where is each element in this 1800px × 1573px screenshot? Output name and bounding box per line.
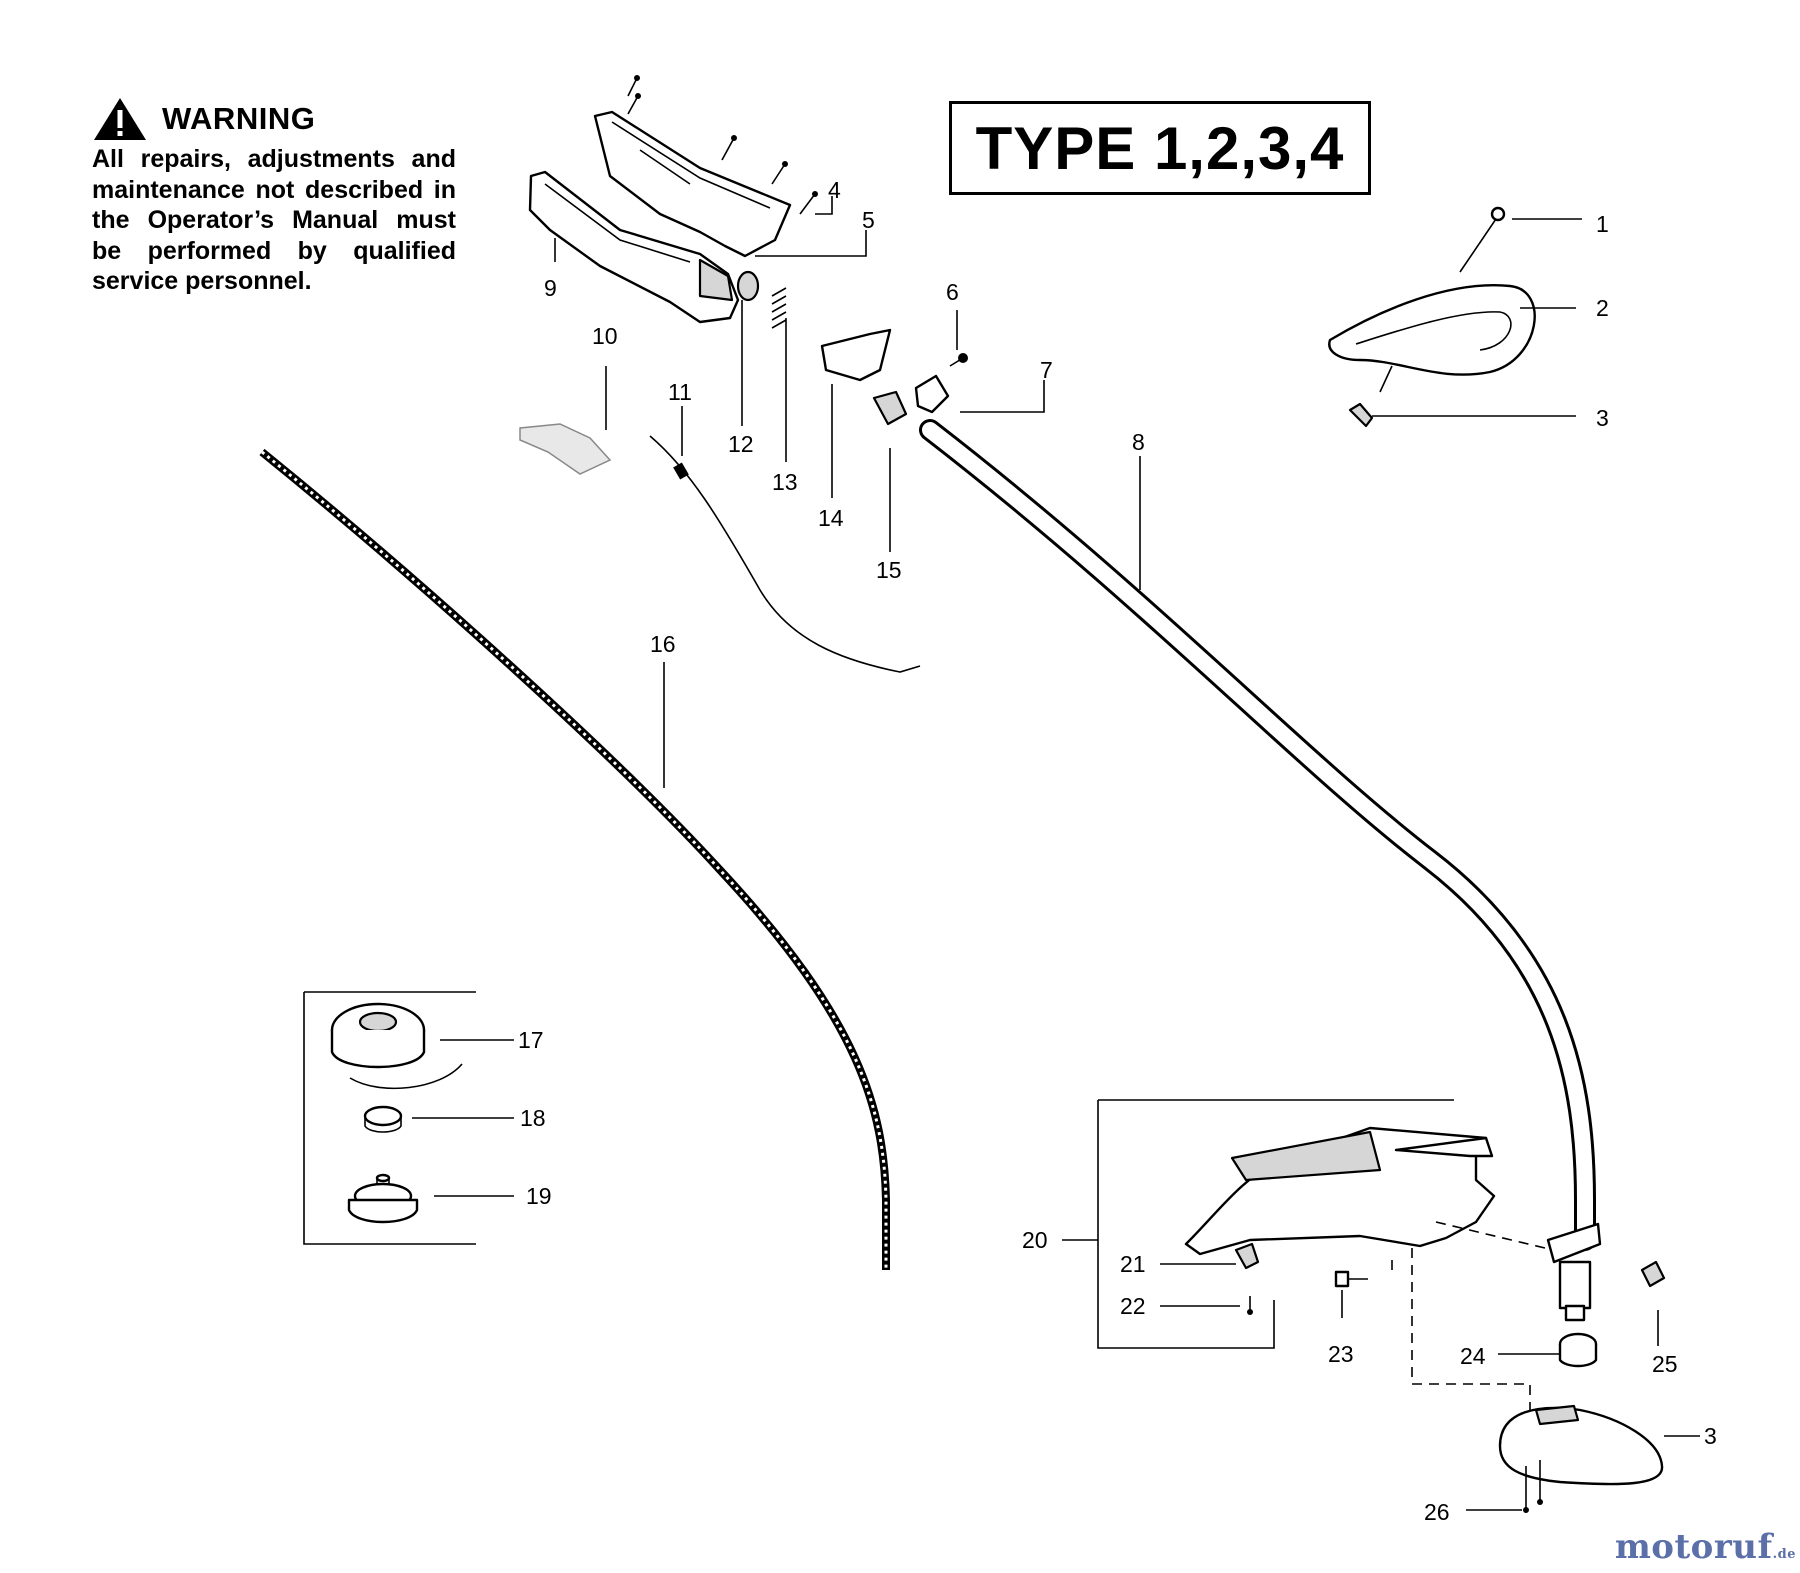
warning-block: WARNING All repairs, adjustments and mai…	[92, 96, 456, 297]
brand-logo: motoruf.de	[1615, 1527, 1796, 1567]
callout-16: 16	[650, 631, 676, 657]
callout-13: 13	[772, 469, 798, 495]
flex-shaft-part-16	[259, 448, 890, 1270]
callout-8: 8	[1132, 429, 1145, 455]
warning-heading-row: WARNING	[92, 96, 456, 142]
bolt-part-1	[1459, 215, 1499, 273]
brand-name: motoruf	[1614, 1527, 1773, 1567]
shield-part-25	[1498, 1404, 1664, 1486]
leader-lines	[412, 196, 1700, 1511]
bracket-part-7	[914, 374, 950, 414]
callout-20: 20	[1022, 1227, 1048, 1253]
washer-part-12	[736, 270, 760, 302]
callout-11: 11	[668, 379, 692, 405]
handle-lower-part	[528, 170, 740, 324]
callout-26: 26	[1424, 1499, 1450, 1525]
screws-part-4	[627, 75, 818, 215]
screw-part-6	[949, 353, 968, 367]
callout-labels: 1 2 3 4 5 6 7 8 9 10 11 12 13 14 15 16 1…	[518, 177, 1717, 1525]
callout-9: 9	[544, 275, 557, 301]
callout-3: 3	[1596, 405, 1609, 431]
spring-part-13	[771, 287, 787, 329]
callout-2: 2	[1596, 295, 1609, 321]
warning-heading: WARNING	[162, 101, 316, 136]
callout-22: 22	[1120, 1293, 1146, 1319]
screws-part-26	[1523, 1460, 1543, 1513]
warning-triangle-icon	[94, 98, 146, 140]
callout-5: 5	[862, 207, 875, 233]
callout-24: 24	[1460, 1343, 1486, 1369]
trigger-part-10	[519, 423, 612, 475]
bolt-part-23	[1334, 1270, 1368, 1288]
callout-6: 6	[946, 279, 959, 305]
spacer-part-18	[363, 1105, 403, 1133]
handle-upper-part	[593, 110, 792, 258]
callout-25: 3	[1704, 1423, 1717, 1449]
callout-23: 23	[1328, 1341, 1354, 1367]
callout-7: 7	[1040, 357, 1053, 383]
callout-18: 18	[520, 1105, 546, 1131]
clip-part-15	[872, 390, 908, 426]
hub-part-19	[347, 1173, 419, 1224]
trigger-sleeve-part-14	[820, 328, 892, 382]
warning-text: All repairs, adjustments and maintenance…	[92, 145, 456, 295]
callout-1: 1	[1596, 211, 1609, 237]
callout-14: 14	[818, 505, 844, 531]
screw-part-22	[1247, 1296, 1253, 1315]
callout-12: 12	[728, 431, 754, 457]
callout-10: 10	[592, 323, 618, 349]
callout-17: 17	[518, 1027, 544, 1053]
callout-19: 19	[526, 1183, 552, 1209]
trimmer-spool-part-17	[330, 1002, 463, 1090]
callout-3b: 25	[1652, 1351, 1678, 1377]
clip-part-21	[1234, 1242, 1260, 1270]
brand-suffix: .de	[1772, 1547, 1796, 1562]
nut-part-24	[1558, 1332, 1598, 1368]
shaft-tube-part-8	[919, 419, 1596, 1251]
callout-21: 21	[1120, 1251, 1146, 1277]
type-label: TYPE 1,2,3,4	[949, 101, 1371, 195]
callout-15: 15	[876, 557, 902, 583]
wing-nut-part-3-lower	[1640, 1260, 1666, 1288]
gearbox-clamp	[1546, 1222, 1602, 1322]
assist-handle-part-2	[1328, 284, 1536, 376]
wing-nut-part-3-top	[1348, 402, 1374, 428]
callout-4: 4	[828, 177, 841, 203]
